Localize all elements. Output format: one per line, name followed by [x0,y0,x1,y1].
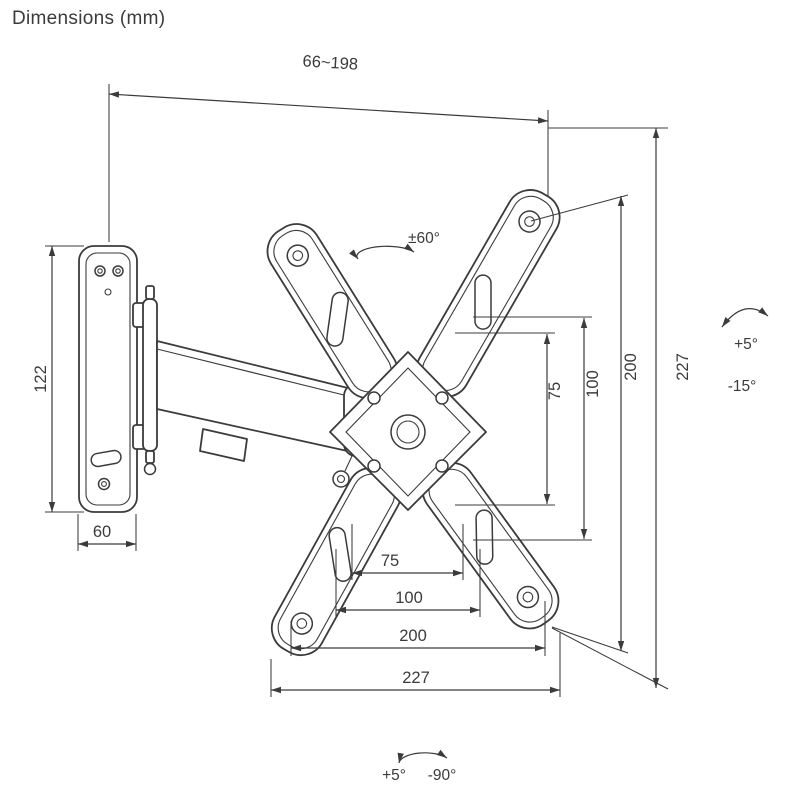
tilt-bolt-knob [332,470,350,488]
dim-label-wall-plate-width: 60 [93,523,111,541]
dim-label-wall-plate-height: 122 [32,365,50,393]
mount-hole-small [104,288,112,296]
cable-clip [199,428,248,462]
diagram-title: Dimensions (mm) [12,8,166,29]
wall-plate-inner-outline [85,252,131,506]
vesa-hole [286,244,310,267]
hinge-bolt-bottom [145,450,155,464]
center-plate-inner [345,367,471,497]
tilt-bolt [332,455,353,488]
vesa75-hole [367,391,381,405]
dim-hole-height-100: 100 [473,316,602,541]
dim-hole-width-75: 75 [351,524,464,580]
extension-lines [530,194,629,654]
dim-arm-extension: 66~198 [108,52,549,242]
dim-hole-height-75: 75 [455,332,564,506]
vesa75-hole [367,459,381,473]
vesa-hole [290,612,314,635]
tilt-bolt-stem [344,455,353,472]
dim-hole-width-200: 200 [290,601,546,656]
dim-label-hole-height-100: 100 [584,370,602,398]
rotation-annotation: +5° -90° [382,749,457,784]
tilt-bolt-center [336,474,346,484]
vesa-hole [518,210,541,233]
tilt-annotation: +5° -15° [721,307,769,395]
mount-hole-center [101,481,107,487]
extension-lines [473,316,592,541]
mount-hole [97,477,111,491]
dim-hole-height-200: 200 [530,194,640,654]
dimension-line [108,91,549,124]
mount-slot [90,449,122,468]
vesa-hole-center [292,250,304,261]
vesa-hole-center [296,618,308,629]
dim-wall-plate-width: 60 [77,514,137,551]
vesa-slot [326,291,349,347]
vesa-slot-group [328,526,352,582]
dim-label-hole-width-100: 100 [395,589,423,607]
hinge-pin [142,298,158,452]
mount-hole-center [97,268,103,274]
arm-body [156,340,353,453]
mount-hole-center [115,268,121,274]
vesa-hole [516,585,540,609]
dim-wall-plate-height: 122 [32,245,84,513]
wall-plate-outline [78,245,138,513]
mount-hole [112,265,124,277]
center-hole [390,414,426,450]
dim-label-overall-width: 227 [402,669,430,687]
vesa-slot [475,509,494,565]
extension-lines [548,127,669,690]
tilt-arrow [721,307,769,328]
vesa-center-plate [329,351,487,511]
dim-overall-width: 227 [270,633,561,697]
wall-plate [78,245,138,513]
center-hole-inner [396,420,420,444]
rotation-cw-label: +5° [382,767,406,784]
arm-edge-line [156,348,353,398]
dim-label-hole-height-75: 75 [546,382,564,400]
dim-label-hole-height-200: 200 [622,353,640,381]
mount-hole [94,265,106,277]
mount-slot-group [90,449,122,468]
rotation-ccw-label: -90° [428,767,457,784]
extension-lines [455,332,555,506]
extension-lines [335,549,481,617]
articulating-arm [156,340,353,453]
dim-hole-width-100: 100 [335,549,481,617]
vesa-slot [474,274,492,330]
vesa-hole-center [524,216,535,227]
vesa-slot-group [326,291,349,347]
dim-label-hole-width-200: 200 [399,627,427,645]
swivel-arrow [349,243,415,260]
dim-label-overall-height: 227 [674,353,692,381]
vesa75-hole [435,391,449,405]
dim-label-arm-extension: 66~198 [302,52,359,73]
swivel-annotation: ±60° [349,230,440,260]
vesa-slot-group [475,509,494,565]
vesa-slot-group [474,274,492,330]
tilt-up-label: +5° [734,336,758,353]
tilt-down-label: -15° [728,378,757,395]
vesa75-hole [435,459,449,473]
hinge-nut [143,462,157,476]
dim-overall-height: 227 [548,127,692,690]
dim-label-hole-width-75: 75 [381,552,399,570]
vesa-hole-center [522,591,534,603]
vesa-slot [328,526,352,582]
hinge-bolt-top [145,285,155,300]
hinge [132,285,158,476]
vesa-arm-top-right [415,189,561,398]
swivel-angle-label: ±60° [408,230,440,247]
rotation-arrow [397,749,448,764]
